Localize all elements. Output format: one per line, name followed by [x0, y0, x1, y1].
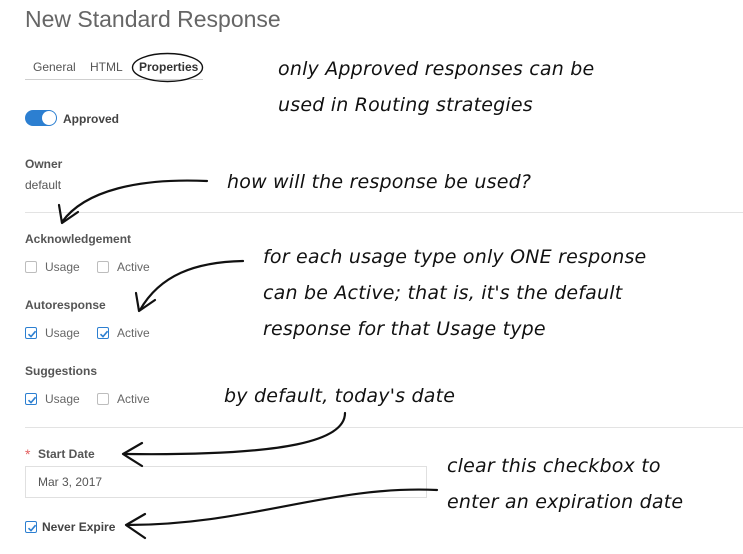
annotation-active-line1: for each usage type only ONE response [263, 246, 647, 268]
tab-html[interactable]: HTML [90, 60, 123, 74]
checkmark-icon [99, 330, 109, 338]
autoresponse-active-checkbox[interactable] [97, 327, 109, 339]
autoresponse-usage-label: Usage [45, 326, 80, 340]
annotation-default-date: by default, today's date [224, 385, 456, 407]
suggestions-active-label: Active [117, 392, 150, 406]
annotation-usage-question: how will the response be used? [227, 171, 532, 193]
start-date-label: Start Date [38, 447, 95, 461]
owner-label: Owner [25, 157, 63, 171]
acknowledgement-usage-label: Usage [45, 260, 80, 274]
arrow-to-autoresponse-active [138, 259, 245, 312]
arrow-to-acknowledgement [60, 179, 209, 224]
acknowledgement-usage-checkbox[interactable] [25, 261, 37, 273]
acknowledgement-active-label: Active [117, 260, 150, 274]
arrowhead-icon [124, 512, 147, 540]
toggle-knob [42, 111, 56, 125]
never-expire-label: Never Expire [42, 520, 116, 534]
tab-general[interactable]: General [33, 60, 76, 74]
section-divider [25, 427, 743, 428]
page-title: New Standard Response [25, 6, 281, 32]
annotation-active-line2: can be Active; that is, it's the default [263, 282, 623, 304]
checkmark-icon [27, 330, 37, 338]
acknowledgement-active-checkbox[interactable] [97, 261, 109, 273]
tab-highlight-ellipse [131, 52, 204, 83]
required-asterisk: * [25, 446, 31, 462]
annotation-active-line3: response for that Usage type [263, 318, 546, 340]
arrow-to-start-date [123, 411, 347, 456]
approved-label: Approved [63, 112, 120, 126]
autoresponse-active-label: Active [117, 326, 150, 340]
arrowhead-icon [134, 291, 157, 313]
approved-toggle[interactable] [25, 110, 57, 126]
never-expire-checkbox[interactable] [25, 521, 37, 533]
tab-bar-underline [25, 79, 203, 80]
suggestions-active-checkbox[interactable] [97, 393, 109, 405]
suggestions-label: Suggestions [25, 364, 98, 378]
owner-value: default [25, 178, 62, 192]
annotation-expire-line1: clear this checkbox to [447, 455, 661, 477]
arrowhead-icon [57, 203, 80, 225]
checkmark-icon [27, 396, 37, 404]
section-divider [25, 212, 743, 213]
annotation-expire-line2: enter an expiration date [447, 491, 684, 513]
tab-properties[interactable]: Properties [139, 60, 199, 74]
checkmark-icon [27, 524, 37, 532]
annotation-approved-line1: only Approved responses can be [278, 58, 595, 80]
suggestions-usage-label: Usage [45, 392, 80, 406]
start-date-input[interactable] [25, 466, 427, 498]
acknowledgement-label: Acknowledgement [25, 232, 132, 246]
autoresponse-usage-checkbox[interactable] [25, 327, 37, 339]
autoresponse-label: Autoresponse [25, 298, 106, 312]
annotation-approved-line2: used in Routing strategies [278, 94, 533, 116]
arrowhead-icon [121, 441, 144, 468]
suggestions-usage-checkbox[interactable] [25, 393, 37, 405]
